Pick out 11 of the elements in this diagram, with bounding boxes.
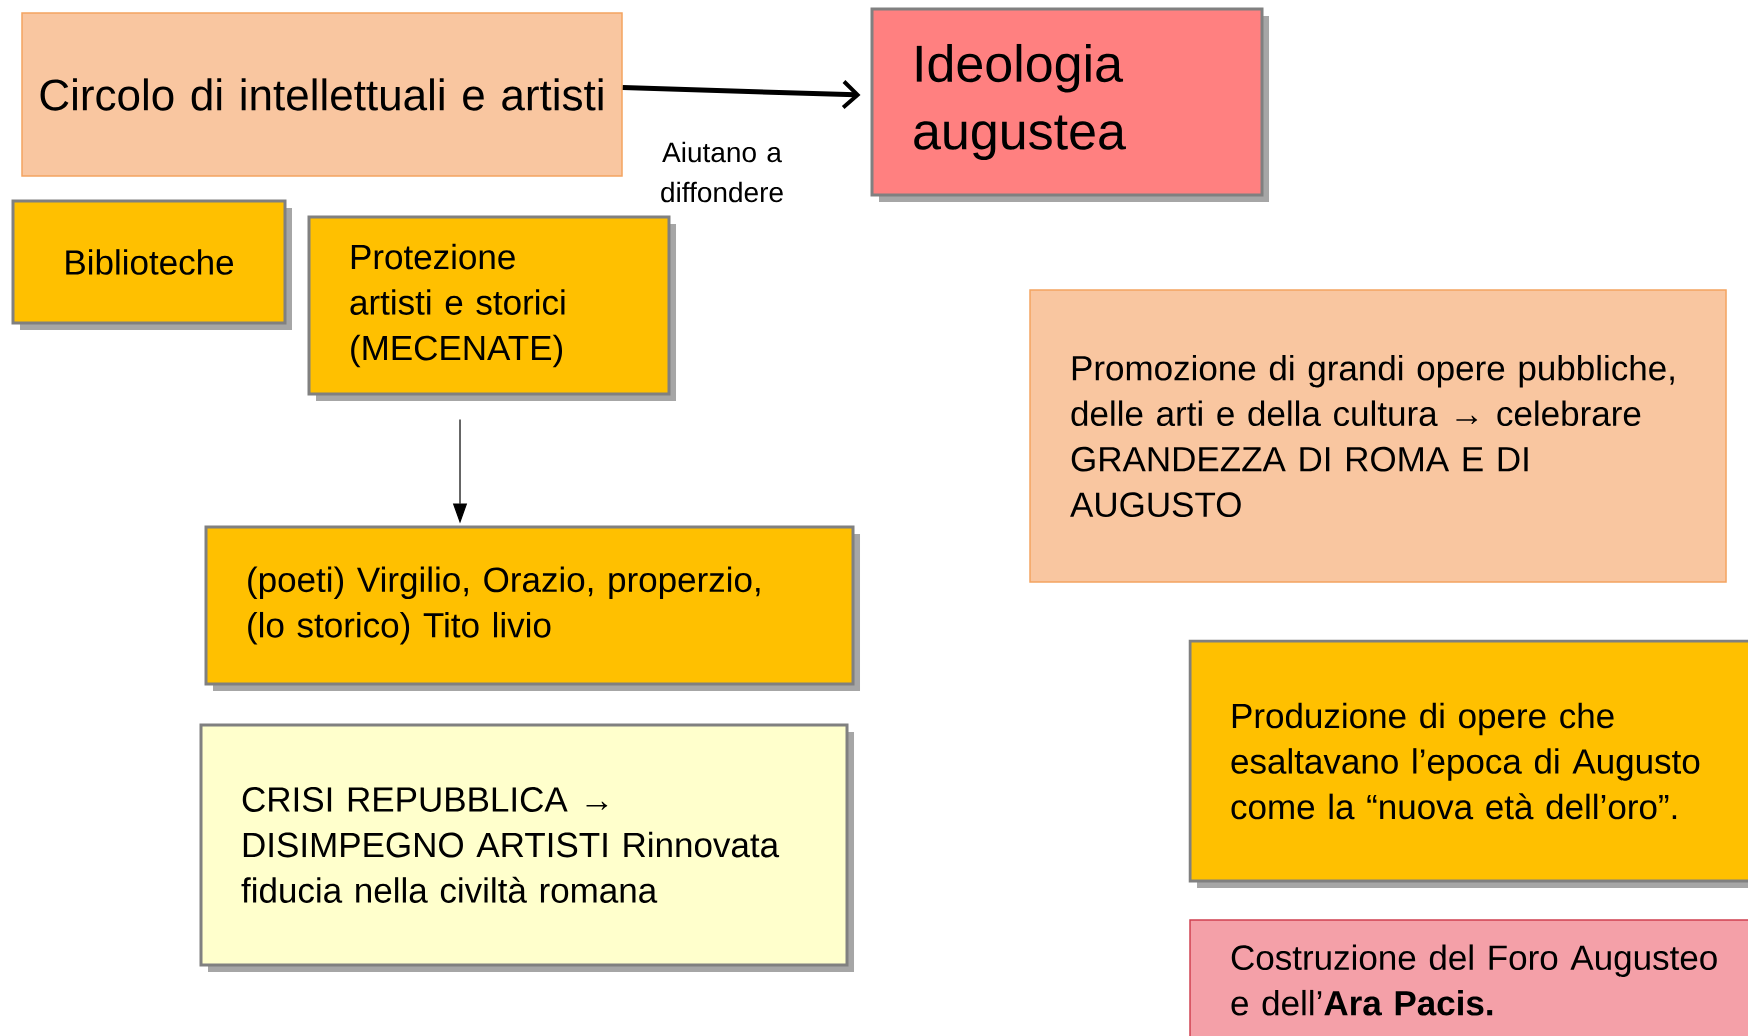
text-box: Biblioteche xyxy=(11,199,292,330)
text-box: Circolo di intellettuali e artisti xyxy=(21,12,623,177)
text-box: Promozione di grandi opere pubbliche, delle arti e della cultura → celebrare GRANDEZZA DI ROMA E DI AUGUSTO xyxy=(1029,289,1727,583)
text-box: (poeti) Virgilio, Orazio, properzio, (lo storico) Tito livio xyxy=(204,525,860,691)
text-box: Produzione di opere che esaltavano l’epoca di Augusto come la “nuova età dell’oro”. xyxy=(1188,639,1748,888)
text-box: CRISI REPUBBLICA → DISIMPEGNO ARTISTI Rinnovata fiducia nella civiltà romana xyxy=(199,723,854,972)
edge-label: Aiutano a diffondere xyxy=(661,141,783,203)
text-box: Costruzione del Foro Augusteo e dell’Ara Pacis. xyxy=(1189,919,1748,1036)
arrow xyxy=(622,80,861,109)
text-box: Protezione artisti e storici (MECENATE) xyxy=(307,215,676,401)
text-box: Ideologia augustea xyxy=(870,7,1269,202)
